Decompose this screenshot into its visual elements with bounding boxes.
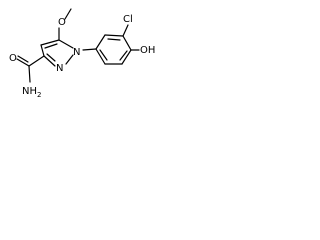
- atom-labels: O N N Cl OH O NH2: [9, 14, 155, 99]
- bond-c4-c5-double: [44, 43, 58, 49]
- bond-n1-n2: [65, 54, 74, 65]
- bond-amide-c-o: [16, 58, 30, 67]
- bond-c5-n1: [58, 39, 74, 49]
- bond-c3-c4: [40, 44, 45, 57]
- atom-pyrazole-n2: N: [56, 63, 63, 74]
- atom-chlorine: Cl: [123, 14, 133, 25]
- bond-methyl-o: [64, 8, 72, 20]
- bond-ph-cl: [122, 24, 129, 37]
- atom-pyrazole-n1: N: [73, 47, 80, 58]
- atom-amide-oxygen: O: [9, 53, 17, 64]
- bond-ph-3-4: [122, 35, 132, 51]
- bond-c3-amide-c: [28, 55, 45, 67]
- bond-ph-2-3: [104, 34, 124, 37]
- bond-n2-c3-double: [46, 53, 56, 62]
- chemical-structure-diagram: O N N Cl OH O NH2: [9, 8, 155, 99]
- bond-ph-6-1-inner: [99, 49, 108, 61]
- bonds: [16, 8, 140, 83]
- bond-n2-c3: [43, 55, 56, 67]
- bond-ph-1-2: [95, 34, 106, 50]
- atom-amide-nh2: NH2: [22, 86, 41, 99]
- bond-ph-6-1: [95, 48, 106, 65]
- nh2-subscript: 2: [37, 91, 41, 99]
- bond-ph-4-5-inner: [119, 50, 128, 61]
- bond-ph-4-5: [121, 49, 132, 65]
- atom-methoxy-oxygen: O: [58, 17, 66, 28]
- bond-amide-c-o-double: [17, 55, 29, 63]
- bond-c4-c5: [40, 39, 60, 46]
- bond-amide-c-n: [28, 65, 31, 83]
- bond-ph-2-3-inner: [107, 38, 121, 41]
- atom-hydroxyl: OH: [140, 45, 155, 56]
- bond-n1-phenyl: [82, 48, 97, 51]
